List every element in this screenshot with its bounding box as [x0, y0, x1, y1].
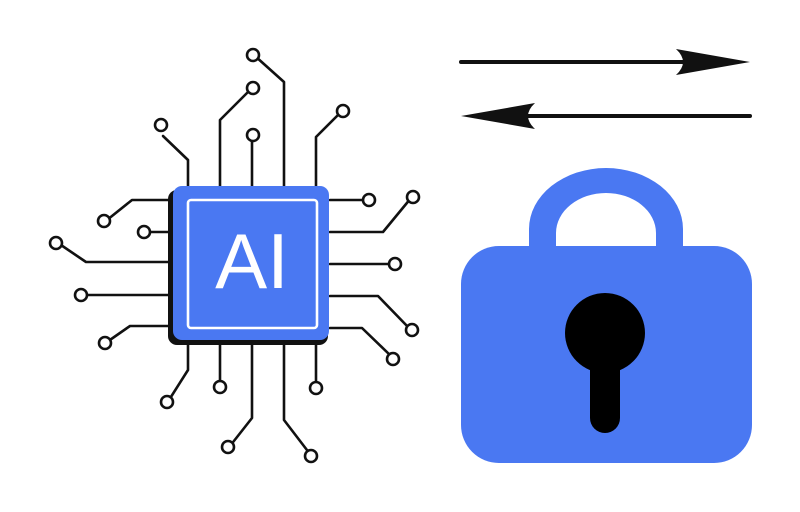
circuit-trace — [105, 324, 174, 344]
circuit-node — [97, 335, 113, 351]
circuit-node — [245, 80, 261, 96]
circuit-node — [361, 192, 377, 208]
circuit-nodes — [48, 47, 421, 464]
circuit-node — [212, 379, 228, 395]
circuit-trace — [328, 294, 411, 330]
circuit-node — [405, 189, 421, 205]
circuit-node — [159, 394, 175, 410]
circuit-trace — [328, 196, 413, 234]
circuit-node — [245, 127, 261, 143]
circuit-trace — [105, 198, 174, 222]
circuit-node — [136, 224, 152, 240]
circuit-trace — [161, 134, 190, 190]
arrow-right-icon — [459, 49, 750, 75]
circuit-node — [303, 448, 319, 464]
circuit-trace — [228, 342, 254, 448]
circuit-node — [404, 322, 420, 338]
circuit-trace — [328, 326, 394, 359]
circuit-node — [220, 439, 236, 455]
padlock-shackle — [529, 168, 683, 252]
circuit-traces-icon — [56, 54, 413, 456]
bidirectional-arrows-icon — [459, 49, 752, 129]
circuit-node — [308, 380, 324, 396]
ai-chip-icon: AI — [168, 186, 329, 345]
circuit-node — [153, 117, 169, 133]
keyhole-icon — [565, 293, 645, 433]
circuit-node — [385, 351, 401, 367]
circuit-node — [245, 47, 261, 63]
circuit-trace — [253, 54, 286, 190]
chip-label: AI — [215, 217, 289, 305]
circuit-trace — [56, 241, 174, 264]
circuit-trace — [282, 342, 312, 456]
arrow-left-icon — [461, 103, 752, 129]
chip-inner-border — [186, 198, 319, 330]
circuit-trace — [314, 111, 342, 190]
circuit-node — [335, 103, 351, 119]
circuit-node — [73, 287, 89, 303]
circuit-trace — [167, 342, 190, 402]
circuit-node — [96, 213, 112, 229]
circuit-node — [48, 235, 64, 251]
padlock-icon — [461, 168, 752, 463]
circuit-trace — [218, 88, 252, 190]
circuit-node — [387, 256, 403, 272]
chip-body — [173, 186, 329, 340]
